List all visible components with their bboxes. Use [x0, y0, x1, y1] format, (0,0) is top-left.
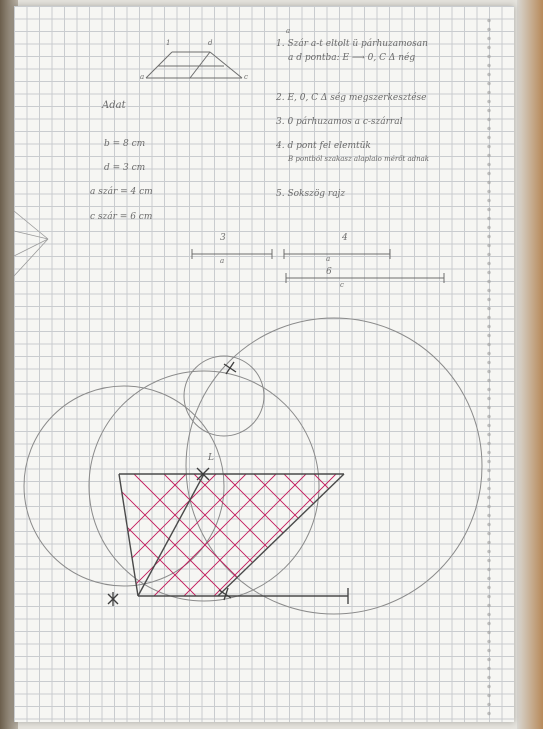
construction-drawing — [14, 51, 483, 615]
given-data-title: Adat — [102, 100, 126, 111]
given-segments — [191, 249, 445, 283]
given-item: b = 8 cm — [104, 139, 146, 149]
step-5: 5. Sokszög rajz — [276, 189, 346, 199]
sketch-label-top-left: 1 — [166, 39, 171, 47]
segment-3-length: 6 — [326, 267, 332, 277]
step-2: 2. E, 0, C Δ ség megszerkesztése — [276, 93, 427, 103]
segment-1-length: 3 — [220, 233, 226, 243]
sketch-label-top-right: d — [208, 39, 213, 47]
sketch-label-bottom-left: a — [140, 73, 145, 81]
table-edge-left — [0, 0, 18, 729]
step-1-continued: a d pontba: E ⟶ 0, C Δ nég — [288, 53, 416, 63]
given-item: d = 3 cm — [104, 163, 146, 173]
step-superscript: a — [286, 27, 291, 35]
step-4: 4. d pont fel elemtük — [276, 141, 371, 151]
step-3: 3. 0 párhuzamos a c-szárral — [276, 117, 403, 127]
page-fold-lines — [14, 210, 49, 277]
step-1: 1. Szár a-t eltolt ü párhuzamosan — [276, 39, 428, 49]
graph-paper-page: 1 d a c Adat b = 8 cm d = 3 cm a szár = … — [14, 6, 514, 722]
given-item: c szár = 6 cm — [90, 212, 153, 222]
construction-circles — [23, 317, 483, 615]
construction-marks — [107, 361, 237, 606]
hatch-fill — [119, 474, 344, 596]
segment-2-length: 4 — [342, 233, 348, 243]
final-trapezoid — [118, 473, 349, 604]
table-edge-right — [517, 0, 543, 729]
sketch-trapezoid — [145, 51, 243, 79]
segment-2-label: a — [326, 255, 331, 263]
segment-1-label: a — [220, 257, 225, 265]
notebook-spiral — [484, 16, 494, 716]
sketch-label-bottom-right: c — [244, 73, 248, 81]
point-label: L — [208, 453, 214, 463]
given-item: a szár = 4 cm — [90, 187, 153, 197]
step-4-continued: B pontból szakasz alaplalo mérőt adnak — [288, 155, 430, 163]
segment-3-label: c — [340, 281, 344, 289]
